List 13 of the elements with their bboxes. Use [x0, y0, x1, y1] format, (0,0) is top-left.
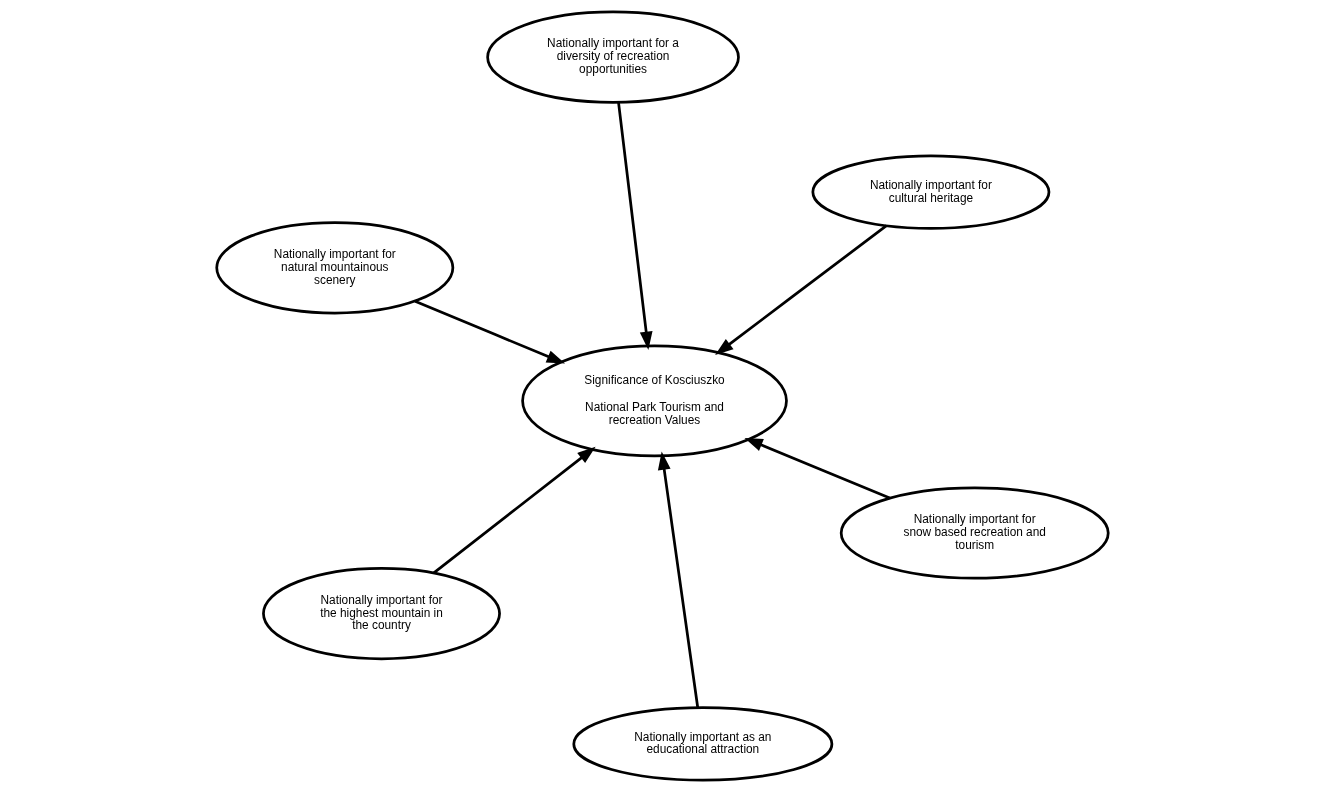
arrow [616, 102, 653, 350]
node-ellipse: Nationally important for a diversity of recreation opportunities [485, 10, 740, 104]
arrow [414, 299, 565, 364]
arrow [432, 446, 596, 574]
arrow [714, 224, 887, 356]
node-ellipse: Nationally important for the highest mountain in the country [261, 567, 501, 661]
arrow [657, 451, 699, 708]
node-ellipse: Nationally important for snow based recreation and tourism [839, 486, 1110, 580]
node-ellipse: Nationally important for cultural heritage [811, 154, 1050, 230]
node-ellipse: Nationally important for natural mountainous scenery [214, 221, 454, 315]
node-ellipse: Nationally important as an educational attraction [571, 706, 833, 782]
node-ellipse: Significance of Kosciuszko National Park Tourism and recreation Values [520, 344, 788, 458]
arrow [744, 438, 890, 500]
